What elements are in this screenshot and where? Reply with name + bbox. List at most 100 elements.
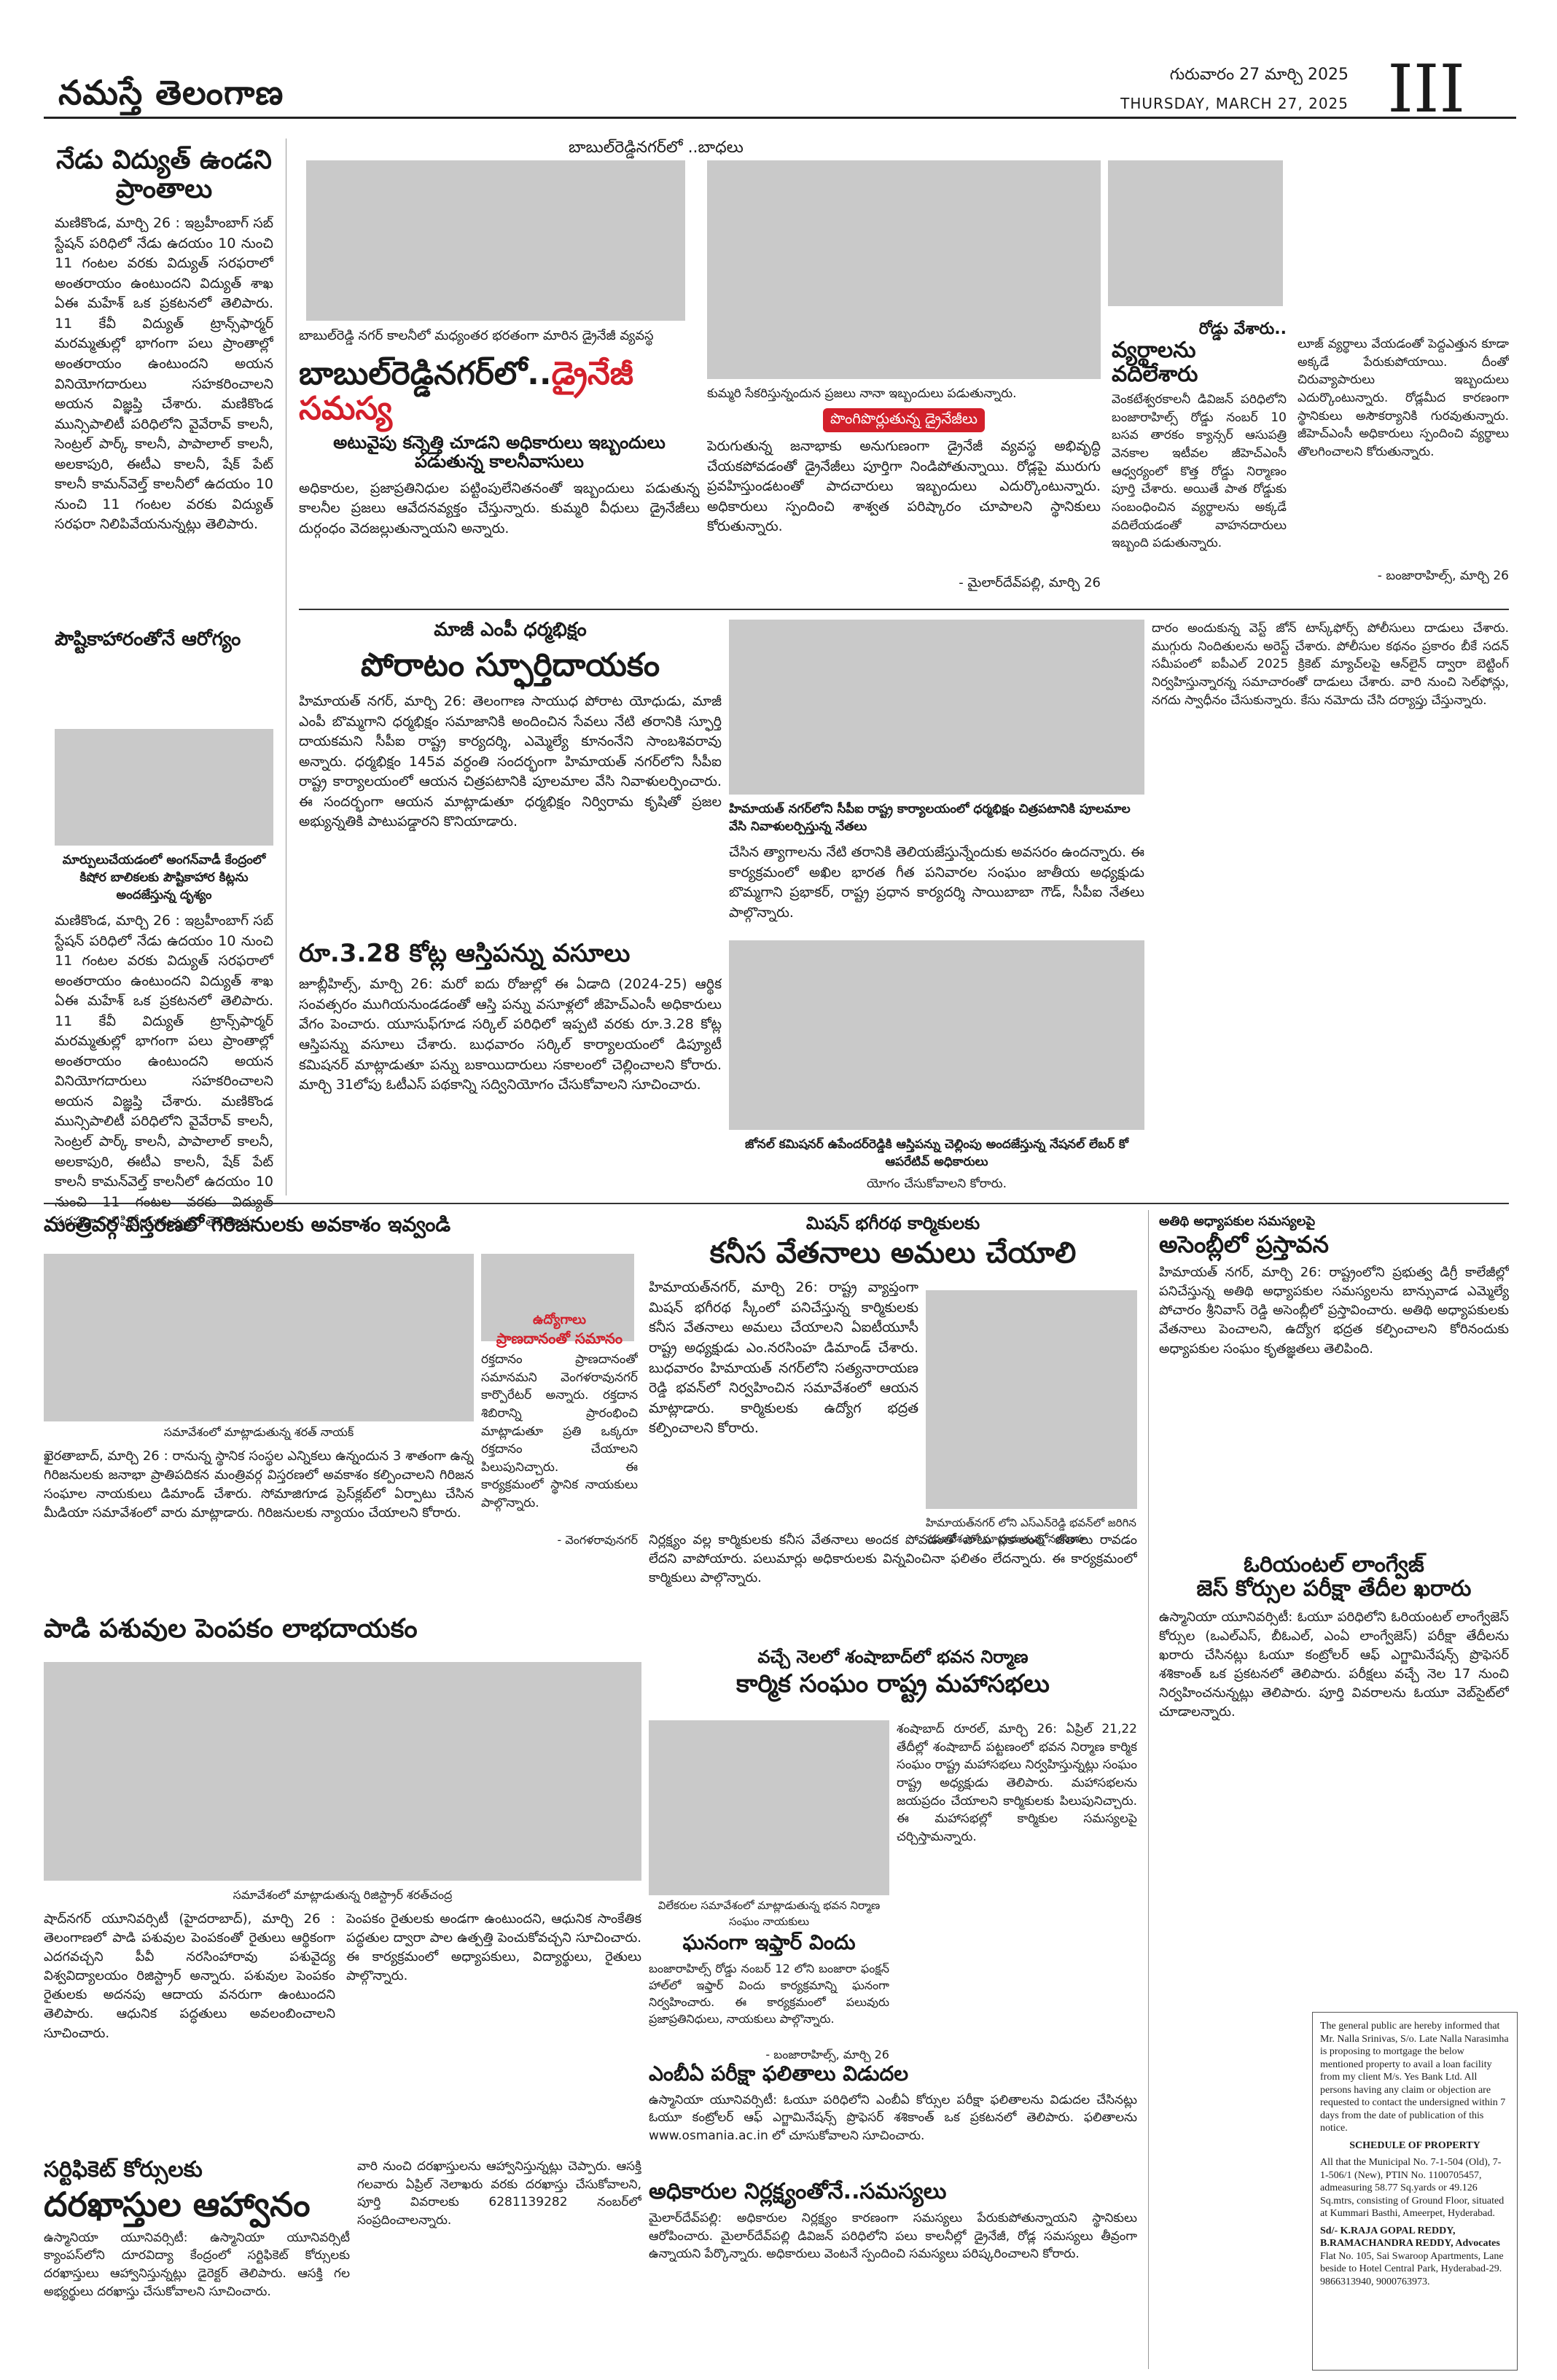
nutrition-caption: మార్పులుచేయడంలో అంగన్‌వాడీ కేంద్రంలో కిష… <box>62 853 266 902</box>
mba-headline: ఎంబీఏ పరీక్షా ఫలితాలు విడుదల <box>649 2061 909 2086</box>
roads-dateline: - బంజారాహిల్స్, మార్చి 26 <box>1377 569 1509 583</box>
feast-dateline: - బంజారాహిల్స్, మార్చి 26 <box>765 2047 889 2061</box>
drainage-side: కుమ్మరి సేకరిస్తున్నందున ప్రజలు నానా ఇబ్… <box>707 386 1101 593</box>
courses-body-2: వారి నుంచి దరఖాస్తులను ఆహ్వానిస్తున్నట్ల… <box>357 2159 641 2228</box>
mission-body-2: నిర్లక్ష్యం వల్ల కార్మికులకు కనీస వేతనాల… <box>649 1532 1137 1586</box>
construction-kicker: వచ్చే నెలలో శంషాబాద్‌లో భవన నిర్మాణ <box>757 1647 1029 1667</box>
negligence-body: మైలార్‌దేవ్‌పల్లి: అధికారుల నిర్లక్ష్యం … <box>649 2211 1137 2262</box>
assets-photo <box>729 940 1144 1130</box>
roads-kicker: రోడ్డు వేశారు.. <box>1198 320 1287 338</box>
drainage-photo-1 <box>306 160 685 321</box>
ode-photo <box>481 1254 634 1341</box>
orientation-kicker: ఓరియంటల్ లాంగ్వేజ్ <box>1244 1552 1424 1577</box>
drainage-headline-black: బాబుల్‌రెడ్డినగర్‌లో.. <box>299 355 552 392</box>
assets-article: రూ.3.28 కోట్ల ఆస్తిపన్ను వసూలు జూబ్లీహిల… <box>299 940 722 1208</box>
assets-tail: యోగం చేసుకోవాలని కోరారు. <box>866 1177 1007 1191</box>
dairy-headline: పాడి పశువుల పెంపకం లాభదాయకం <box>44 1614 418 1644</box>
cabinet-article: మంత్రివర్గ విస్తరణలో గిరిజనులకు అవకాశం ఇ… <box>44 1213 641 1236</box>
dharma-body-2: చేసిన త్యాగాలను నేటి తరానికి తెలియజేస్తు… <box>729 844 1144 921</box>
construction-body: శంషాబాద్ రూరల్, మార్చి 26: ఏప్రిల్ 21,22… <box>897 1722 1137 1844</box>
ode-dateline: - వెంగళరావునగర్ <box>557 1533 638 1547</box>
assembly-body: హిమాయత్ నగర్, మార్చి 26: రాష్ట్రంలోని ప్… <box>1159 1265 1509 1357</box>
dharma-side: హిమాయత్ నగర్‌లోని సీపీఐ రాష్ట్ర కార్యాలయ… <box>729 802 1144 945</box>
taskforce-body-2: దారం అందుకున్న వెస్ట్ జోన్ టాస్క్‌ఫోర్స్… <box>1152 621 1509 708</box>
drainage-dateline: - మైలార్‌దేవ్‌పల్లి, మార్చి 26 <box>959 575 1101 590</box>
orientation-article: ఓరియంటల్ లాంగ్వేజ్ జెస్ కోర్సుల పరీక్షా … <box>1159 1553 1509 1812</box>
dairy-body-2: పెంపకం రైతులకు అండగా ఉంటుందని, ఆధునిక సా… <box>346 1911 641 1984</box>
dharma-photo-caption: హిమాయత్ నగర్‌లోని సీపీఐ రాష్ట్ర కార్యాలయ… <box>729 802 1131 834</box>
power-cut-article: నేడు విద్యుత్ ఉండని ప్రాంతాలు మణికొండ, మ… <box>55 146 273 650</box>
construction-photo <box>649 1720 889 1895</box>
nutrition-headline: పౌష్టికాహారంతోనే ఆరోగ్యం <box>55 628 241 651</box>
roads-side: లూజ్ వ్యర్థాలు వేయడంతో పెద్దఎత్తున కూడా … <box>1298 335 1509 586</box>
drainage-article: బాబుల్‌రెడ్డి నగర్ కాలనీలో మధ్యంతర భరతంగ… <box>299 328 700 588</box>
cabinet-body: ఖైరతాబాద్, మార్చి 26 : రానున్న స్థానిక స… <box>44 1448 474 1521</box>
cabinet-photo <box>44 1254 474 1421</box>
ode-kicker: ఉద్యోగాలు <box>532 1312 587 1327</box>
orientation-headline: జెస్ కోర్సుల పరీక్షా తేదీల ఖరారు <box>1196 1576 1472 1601</box>
notice-schedule-title: SCHEDULE OF PROPERTY <box>1349 2139 1480 2151</box>
roads-body: వెంకటేశ్వరకాలనీ డివిజన్ పరిధిలోని బంజారా… <box>1112 392 1287 551</box>
feast-body: బంజారాహిల్స్ రోడ్డు నంబర్ 12 లోని బంజారా… <box>649 1961 889 2026</box>
assets-headline: రూ.3.28 కోట్ల ఆస్తిపన్ను వసూలు <box>299 939 631 968</box>
dharma-photo <box>729 620 1144 795</box>
orientation-body: ఉస్మానియా యూనివర్సిటీ: ఓయూ పరిధిలోని ఓరి… <box>1159 1610 1509 1720</box>
power-cut-body: మణికొండ, మార్చి 26 : ఇబ్రహీంబాగ్ సబ్ స్ట… <box>55 215 273 533</box>
page-number: III <box>1387 51 1465 128</box>
dairy-caption: సమావేశంలో మాట్లాడుతున్న రిజిస్ట్రార్ శరత… <box>233 1888 453 1902</box>
dharma-kicker: మాజీ ఎంపీ ధర్మభిక్షం <box>434 619 587 641</box>
dharma-headline: పోరాటం స్ఫూర్తిదాయకం <box>360 646 660 684</box>
notice-schedule: All that the Municipal No. 7-1-504 (Old)… <box>1320 2157 1505 2219</box>
mission-article: మిషన్ భగీరథ కార్మికులకు కనీస వేతనాలు అమల… <box>649 1214 1137 1497</box>
roads-body-2: లూజ్ వ్యర్థాలు వేయడంతో పెద్దఎత్తున కూడా … <box>1298 337 1509 459</box>
taskforce-body-side: దారం అందుకున్న వెస్ట్ జోన్ టాస్క్‌ఫోర్స్… <box>1152 620 1509 889</box>
legal-notice: The general public are hereby informed t… <box>1312 2012 1518 2371</box>
mission-headline: కనీస వేతనాలు అమలు చేయాలి <box>709 1236 1077 1271</box>
assembly-article: అతిథి అధ్యాపకుల సమస్యలపై అసెంబ్లీలో ప్రస… <box>1159 1214 1509 1584</box>
notice-intro: The general public are hereby informed t… <box>1320 2021 1509 2134</box>
ode-title: ప్రాణదానంతో సమానం <box>496 1330 623 1347</box>
notice-signature: Sd/- K.RAJA GOPAL REDDY, B.RAMACHANDRA R… <box>1320 2225 1500 2250</box>
dharma-article: మాజీ ఎంపీ ధర్మభిక్షం పోరాటం స్ఫూర్తిదాయక… <box>299 620 722 969</box>
drainage-kicker: బాబుల్‌రెడ్డి నగర్ కాలనీలో మధ్యంతర భరతంగ… <box>299 328 654 343</box>
courses-kicker: సర్టిఫికెట్ కోర్సులకు <box>44 2157 203 2182</box>
newspaper-brand: నమస్తే తెలంగాణ <box>58 73 284 112</box>
nutrition-photo <box>55 729 273 846</box>
assembly-headline: అసెంబ్లీలో ప్రస్తావన <box>1159 1230 1329 1258</box>
courses-headline: దరఖాస్తుల ఆహ్వానం <box>44 2185 311 2224</box>
power-cut-headline: నేడు విద్యుత్ ఉండని ప్రాంతాలు <box>56 145 272 204</box>
drainage-body-2: పెరుగుతున్న జనాభాకు అనుగుణంగా డ్రైనేజీ వ… <box>707 438 1101 535</box>
feast-article: ఘనంగా ఇఫ్తార్ విందు బంజారాహిల్స్ రోడ్డు … <box>649 1931 889 2064</box>
assembly-kicker: అతిథి అధ్యాపకుల సమస్యలపై <box>1159 1214 1316 1229</box>
notice-address: Flat No. 105, Sai Swaroop Apartments, La… <box>1320 2250 1504 2287</box>
roads-photo <box>1108 160 1283 306</box>
mission-photo <box>926 1290 1137 1509</box>
courses-article: సర్టిఫికెట్ కోర్సులకు దరఖాస్తుల ఆహ్వానం … <box>44 2158 350 2338</box>
assets-side: జోనల్ కమిషనర్ ఉపేందర్‌రెడ్డికి ఆస్తిపన్న… <box>729 1137 1144 1194</box>
dairy-photo <box>44 1662 641 1881</box>
assets-body: జూబ్లీహిల్స్, మార్చి 26: మరో ఐదు రోజుల్ల… <box>299 976 722 1093</box>
construction-article: వచ్చే నెలలో శంషాబాద్‌లో భవన నిర్మాణ కార్… <box>649 1647 1137 1698</box>
date-english: THURSDAY, MARCH 27, 2025 <box>1120 95 1349 112</box>
cabinet-caption: సమావేశంలో మాట్లాడుతున్న శరత్ నాయక్ <box>163 1425 354 1439</box>
mba-body: ఉస్మానియా యూనివర్సిటీ: ఓయూ పరిధిలోని ఎంబ… <box>649 2092 1137 2144</box>
column-divider-right <box>1148 1210 1149 2369</box>
negligence-article: అధికారుల నిర్లక్ష్యంతోనే..సమస్యలు మైలార్… <box>649 2180 1137 2355</box>
mission-caption: హిమాయత్‌నగర్ లోని ఎస్‌ఎన్‌రెడ్డి భవన్‌లో… <box>926 1516 1136 1545</box>
drainage-deck: అటువైపు కన్నెత్తి చూడని అధికారులు ఇబ్బంద… <box>333 432 666 472</box>
drainage-photo-caption: కుమ్మరి సేకరిస్తున్నందున ప్రజలు నానా ఇబ్… <box>707 386 1017 401</box>
mid-rule <box>44 1203 1509 1204</box>
construction-headline: కార్మిక సంఘం రాష్ట్ర మహాసభలు <box>736 1669 1050 1699</box>
mba-article: ఎంబీఏ పరీక్షా ఫలితాలు విడుదల ఉస్మానియా య… <box>649 2061 1137 2172</box>
courses-body: ఉస్మానియా యూనివర్సిటీ: ఉస్మానియా యూనివర్… <box>44 2230 350 2299</box>
masthead: నమస్తే తెలంగాణ గురువారం 27 మార్చి 2025 T… <box>44 22 1516 128</box>
section-rule <box>299 609 1509 610</box>
assets-photo-caption: జోనల్ కమిషనర్ ఉపేందర్‌రెడ్డికి ఆస్తిపన్న… <box>745 1137 1128 1169</box>
negligence-headline: అధికారుల నిర్లక్ష్యంతోనే..సమస్యలు <box>649 2179 947 2204</box>
mission-kicker: మిషన్ భగీరథ కార్మికులకు <box>805 1213 980 1233</box>
dairy-body: షాద్‌నగర్ యూనివర్సిటీ (హైదరాబాద్), మార్చ… <box>44 1911 335 2041</box>
drainage-photo-2 <box>707 160 1101 379</box>
section-header: బాబుల్‌రెడ్డినగర్‌లో ..బాధలు <box>569 138 744 157</box>
roads-headline: వ్యర్థాలను వదిలేశారు <box>1112 338 1198 388</box>
mission-body: హిమాయత్‌నగర్, మార్చి 26: రాష్ట్ర వ్యాప్త… <box>649 1279 918 1437</box>
